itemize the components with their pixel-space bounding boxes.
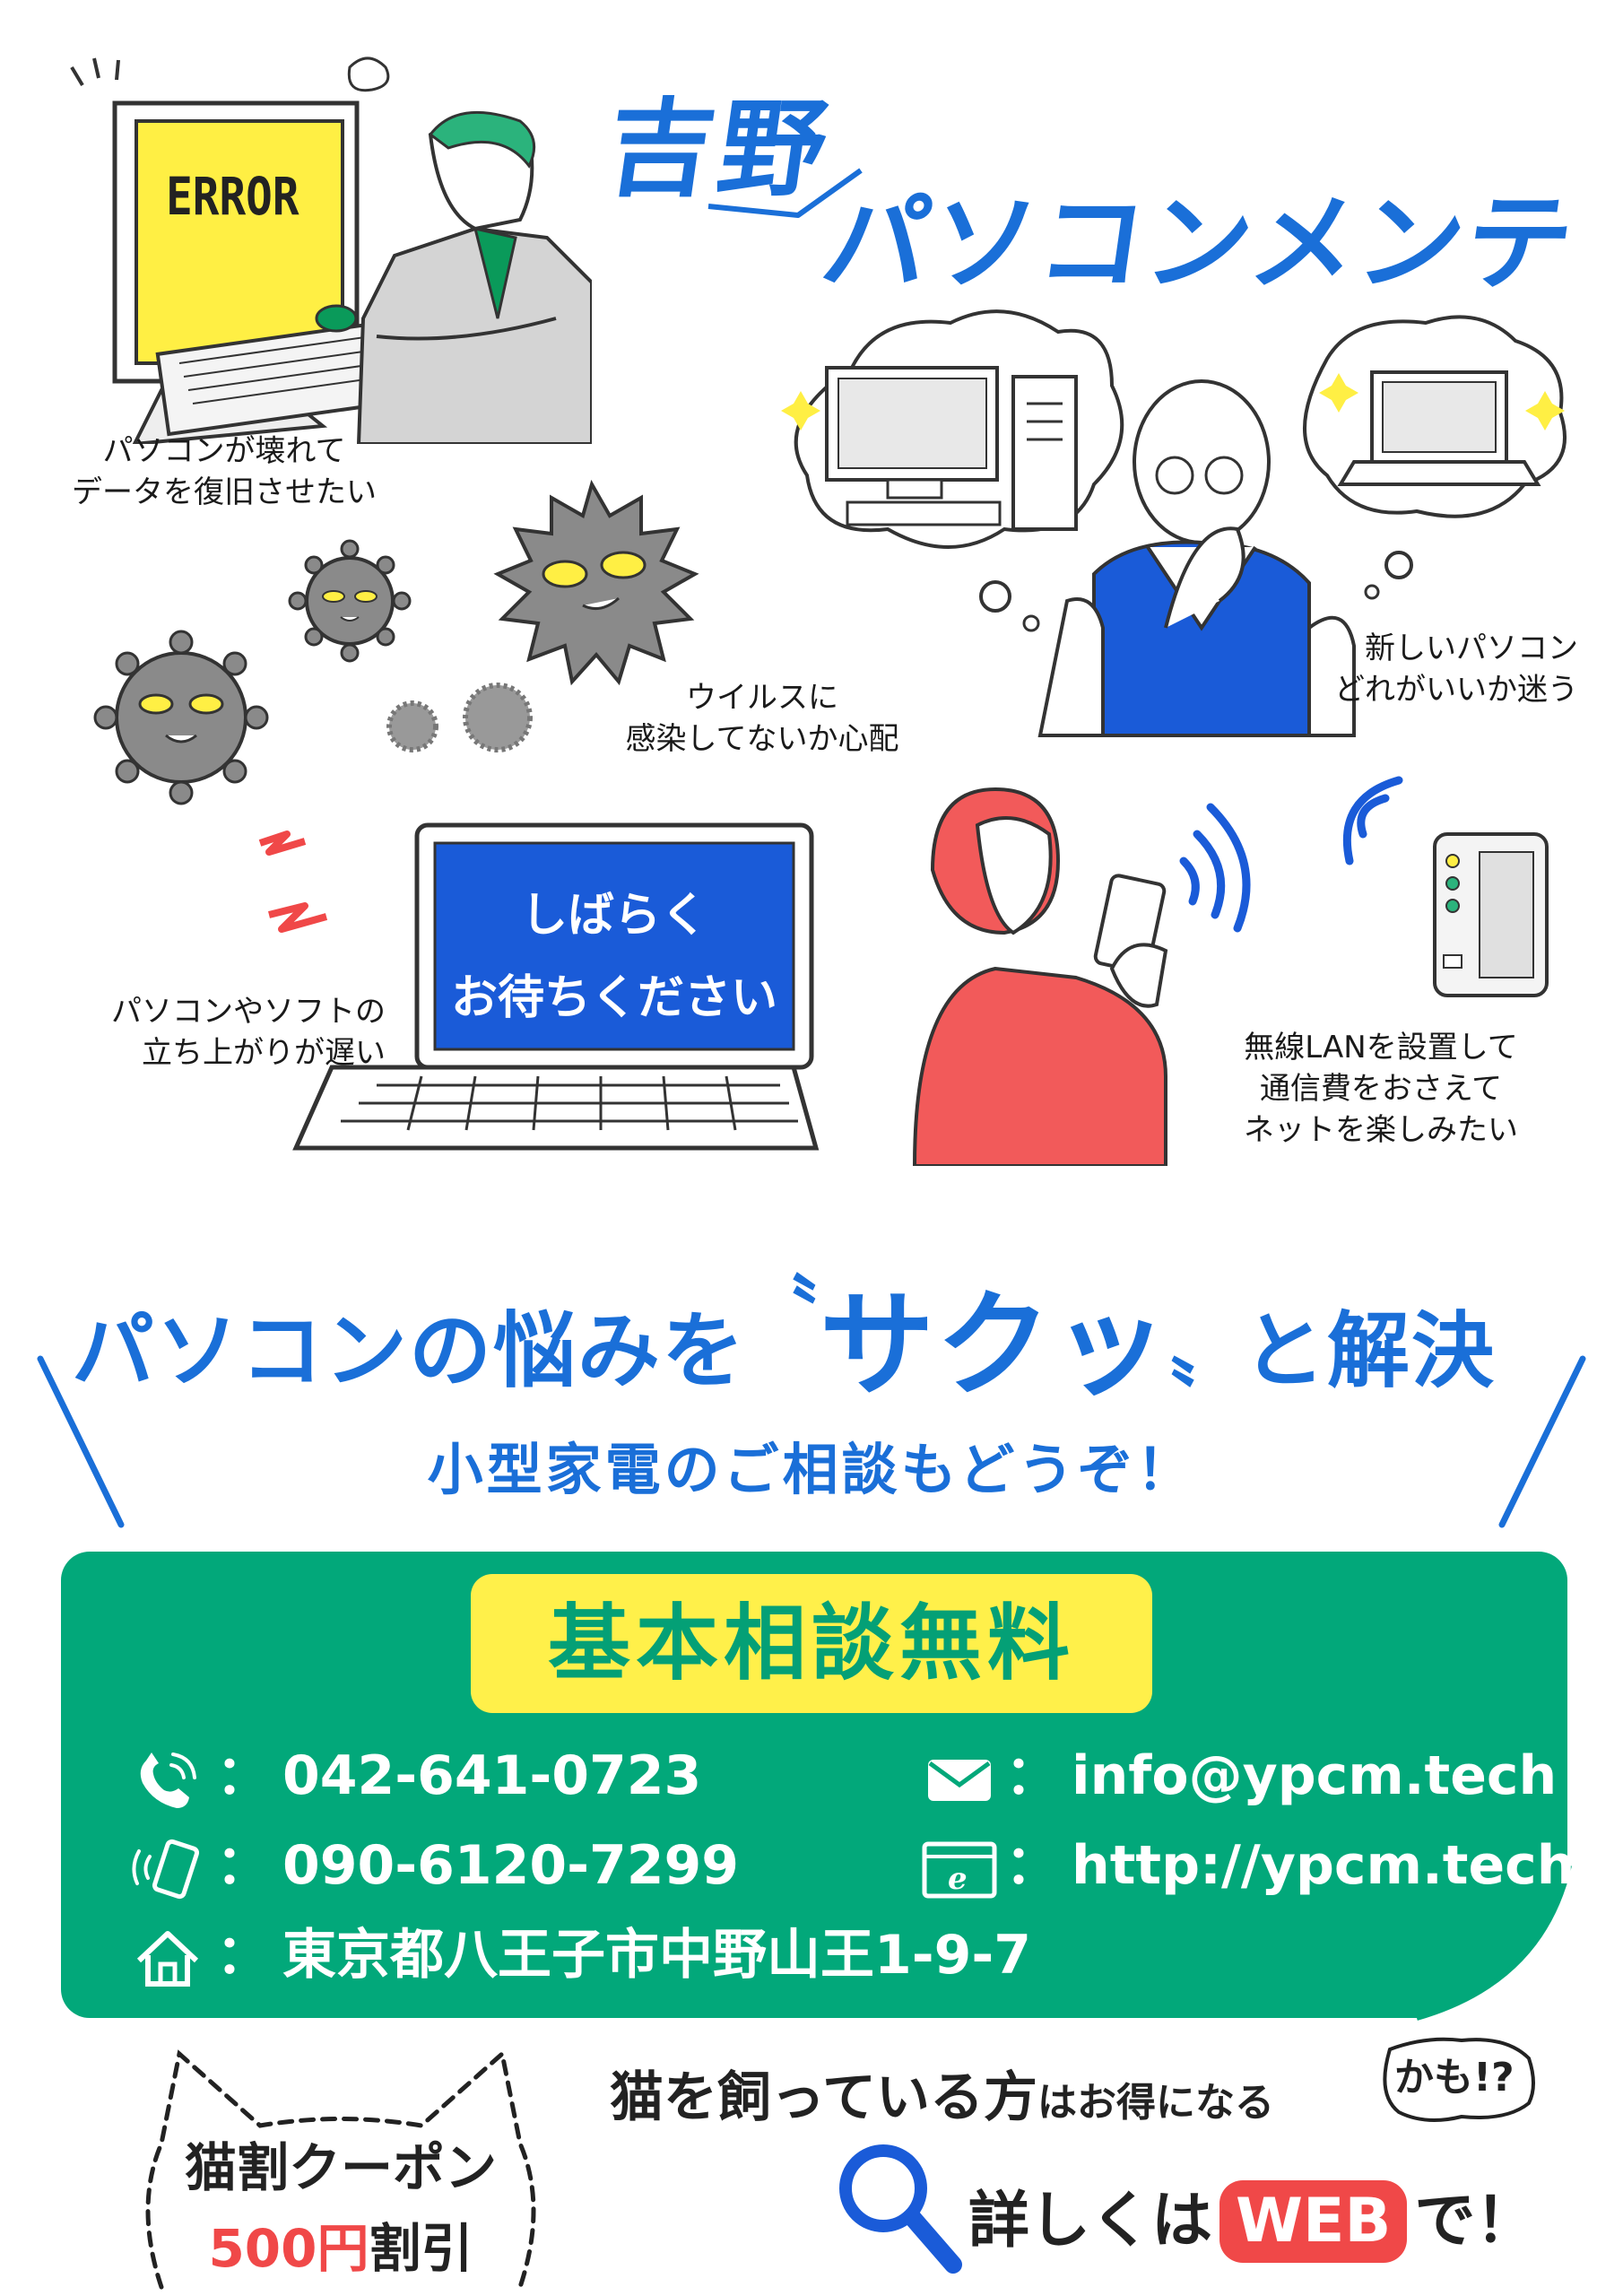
virus-illustration bbox=[93, 479, 699, 805]
search-icon bbox=[839, 2144, 962, 2274]
address-row: ：東京都八王子市中野山王1-9-7 bbox=[130, 1924, 1031, 1989]
sub-headline: 小型家電のご相談もどうぞ！ bbox=[427, 1437, 1196, 1502]
svg-text:e: e bbox=[948, 1861, 968, 1897]
concern-data-recovery: パソコンが壊れて データを復旧させたい bbox=[72, 433, 377, 510]
address-text: 東京都八王子市中野山王1-9-7 bbox=[282, 1924, 1032, 1987]
laptop-screen-message: しばらく お待ちください bbox=[450, 889, 777, 1025]
home-icon bbox=[136, 1931, 199, 1987]
concern-wireless-lan: 無線LANを設置して 通信費をおさえて ネットを楽しみたい bbox=[1244, 1030, 1518, 1148]
cat-owner-promo: 猫を飼っている方はお得になる bbox=[610, 2066, 1274, 2129]
browser-icon: e bbox=[922, 1841, 997, 1899]
phone-icon bbox=[140, 1752, 196, 1809]
mobile-phone-icon bbox=[132, 1839, 200, 1900]
promo-bubble-text: かも!? bbox=[1394, 2055, 1515, 2100]
mobile-number[interactable]: 090-6120-7299 bbox=[282, 1834, 740, 1897]
web-badge[interactable]: WEB bbox=[1219, 2180, 1408, 2263]
web-link[interactable]: http://ypcm.tech/ bbox=[1072, 1834, 1595, 1897]
title-speech-tail bbox=[707, 168, 863, 218]
thinking-man-illustration bbox=[781, 309, 1567, 737]
coupon-title: 猫割クーポン bbox=[184, 2137, 497, 2198]
laptop-illustration bbox=[258, 822, 820, 1151]
title-line-2: パソコンメンテ bbox=[814, 181, 1583, 305]
mail-icon bbox=[928, 1760, 991, 1802]
free-consult-badge bbox=[471, 1574, 1152, 1713]
promo-bubble bbox=[1383, 2037, 1535, 2122]
coupon-discount: 500円割引 bbox=[208, 2218, 473, 2279]
email-link[interactable]: info@ypcm.tech bbox=[1072, 1744, 1558, 1807]
mobile-row[interactable]: ：090-6120-7299 bbox=[130, 1834, 739, 1900]
headline-accent-lines bbox=[37, 1355, 1586, 1528]
concern-new-pc: 新しいパソコン どれがいいか迷う bbox=[1334, 631, 1578, 708]
cat-coupon-outline bbox=[145, 2049, 536, 2290]
error-monitor-illustration bbox=[70, 57, 592, 444]
panel-page-curl bbox=[1416, 1865, 1572, 2021]
concern-virus: ウイルスに 感染してないか心配 bbox=[625, 680, 899, 757]
error-screen-text: ERROR bbox=[166, 166, 299, 227]
concern-slow-startup: パソコンやソフトの 立ち上がりが遅い bbox=[111, 994, 386, 1071]
email-row[interactable]: ：info@ypcm.tech bbox=[919, 1744, 1557, 1810]
web-row[interactable]: e ：http://ypcm.tech/ bbox=[919, 1834, 1594, 1900]
phone-number[interactable]: 042-641-0723 bbox=[282, 1744, 702, 1807]
phone-row[interactable]: ：042-641-0723 bbox=[130, 1744, 701, 1810]
free-consult-text: 基本相談無料 bbox=[547, 1596, 1075, 1692]
woman-wifi-illustration bbox=[912, 776, 1549, 1166]
main-headline: パソコンの悩みを〝サクッ〟と解決 bbox=[72, 1268, 1497, 1413]
